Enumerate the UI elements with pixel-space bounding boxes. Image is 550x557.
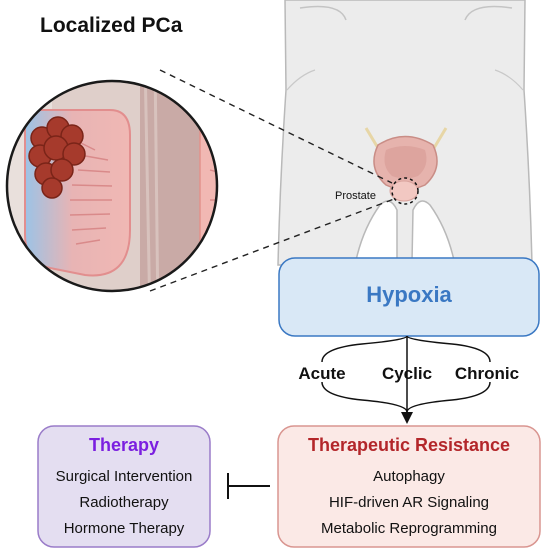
therapy-item: Radiotherapy bbox=[79, 494, 169, 511]
hypoxia-box bbox=[278, 257, 540, 337]
hypoxia-cyclic: Cyclic bbox=[381, 364, 433, 383]
resistance-item: Autophagy bbox=[373, 468, 445, 485]
inhibition-connector bbox=[227, 473, 270, 499]
therapy-item: Hormone Therapy bbox=[63, 520, 185, 537]
prostate bbox=[389, 177, 419, 205]
hypoxia-label: Hypoxia bbox=[366, 282, 452, 307]
bladder bbox=[364, 127, 448, 191]
prostate-label: Prostate bbox=[335, 190, 376, 202]
figure-title: Localized PCa bbox=[40, 14, 183, 37]
resistance-item: HIF-driven AR Signaling bbox=[328, 494, 490, 511]
prostate-magnified-view bbox=[5, 79, 219, 293]
pelvis-silhouette bbox=[277, 0, 533, 266]
resistance-box bbox=[277, 425, 541, 548]
resistance-item: Metabolic Reprogramming bbox=[321, 520, 497, 537]
arrow-to-resistance bbox=[401, 412, 413, 424]
therapy-item: Surgical Intervention bbox=[55, 468, 193, 485]
hypoxia-branch-connectors bbox=[321, 335, 491, 413]
therapy-box bbox=[37, 425, 211, 548]
therapy-title: Therapy bbox=[88, 435, 160, 455]
hypoxia-chronic: Chronic bbox=[454, 364, 520, 383]
tumor-mass bbox=[28, 116, 86, 199]
resistance-title: Therapeutic Resistance bbox=[307, 435, 511, 455]
hypoxia-acute: Acute bbox=[298, 364, 346, 383]
